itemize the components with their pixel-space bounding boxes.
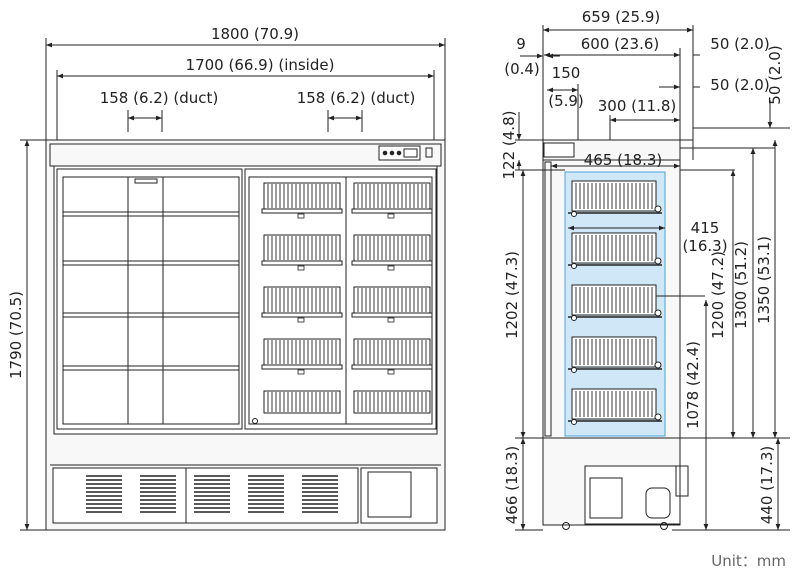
compressor xyxy=(584,465,681,525)
vent-group xyxy=(86,475,338,513)
basket xyxy=(261,234,343,271)
label-depth-overall: 659 (25.9) xyxy=(582,8,661,26)
basket xyxy=(263,390,341,414)
label-offset-150: 150 xyxy=(552,64,581,82)
front-door-right xyxy=(244,168,437,430)
unit-label: Unit：mm xyxy=(711,552,786,570)
vent-block xyxy=(194,475,230,513)
label-back-gap-second: 50 (2.0) xyxy=(710,76,769,94)
vent-block xyxy=(302,475,338,513)
front-door-left xyxy=(56,168,243,430)
label-right-gap-vertical: 50 (2.0) xyxy=(766,45,784,104)
side-tray xyxy=(568,388,662,425)
side-tray-group xyxy=(568,180,662,425)
label-door-thickness-inch: (0.4) xyxy=(504,60,540,78)
basket xyxy=(261,338,343,375)
basket xyxy=(353,390,431,414)
basket xyxy=(261,286,343,323)
basket xyxy=(351,338,433,375)
label-height-1300: 1300 (51.2) xyxy=(732,241,750,329)
basket xyxy=(351,234,433,271)
vent-block xyxy=(140,475,176,513)
side-tray xyxy=(568,232,662,269)
basket-group xyxy=(261,182,433,414)
vent-block xyxy=(86,475,122,513)
label-shelf-width: 415 xyxy=(691,219,720,237)
side-tray xyxy=(568,336,662,373)
label-base-right: 440 (17.3) xyxy=(758,446,776,525)
label-inside-height: 1202 (47.3) xyxy=(503,251,521,339)
label-width-inside: 1700 (66.9) (inside) xyxy=(186,56,335,74)
vent-block xyxy=(248,475,284,513)
basket xyxy=(351,286,433,323)
label-depth-cabinet: 600 (23.6) xyxy=(581,35,660,53)
label-duct-left: 158 (6.2) (duct) xyxy=(100,89,219,107)
label-offset-150-inch: (5.9) xyxy=(548,92,584,110)
label-top-height: 122 (4.8) xyxy=(500,111,518,180)
label-shelf-width-inch: (16.3) xyxy=(682,237,727,255)
side-tray xyxy=(568,284,662,321)
label-door-thickness: 9 xyxy=(516,35,526,53)
label-shelf-depth: 300 (11.8) xyxy=(598,97,677,115)
front-view xyxy=(20,38,446,531)
label-height-1350: 1350 (53.1) xyxy=(755,236,773,324)
label-inside-depth: 465 (18.3) xyxy=(584,151,663,169)
label-height-1078: 1078 (42.4) xyxy=(684,341,702,429)
basket xyxy=(351,182,433,219)
label-width-overall: 1800 (70.9) xyxy=(211,25,299,43)
side-tray xyxy=(568,180,662,217)
basket xyxy=(261,182,343,219)
label-base-height: 466 (18.3) xyxy=(503,446,521,525)
label-back-gap-top: 50 (2.0) xyxy=(710,35,769,53)
label-height-1200: 1200 (47.2) xyxy=(709,251,727,339)
label-duct-right: 158 (6.2) (duct) xyxy=(297,89,416,107)
label-height-overall: 1790 (70.5) xyxy=(7,291,25,379)
